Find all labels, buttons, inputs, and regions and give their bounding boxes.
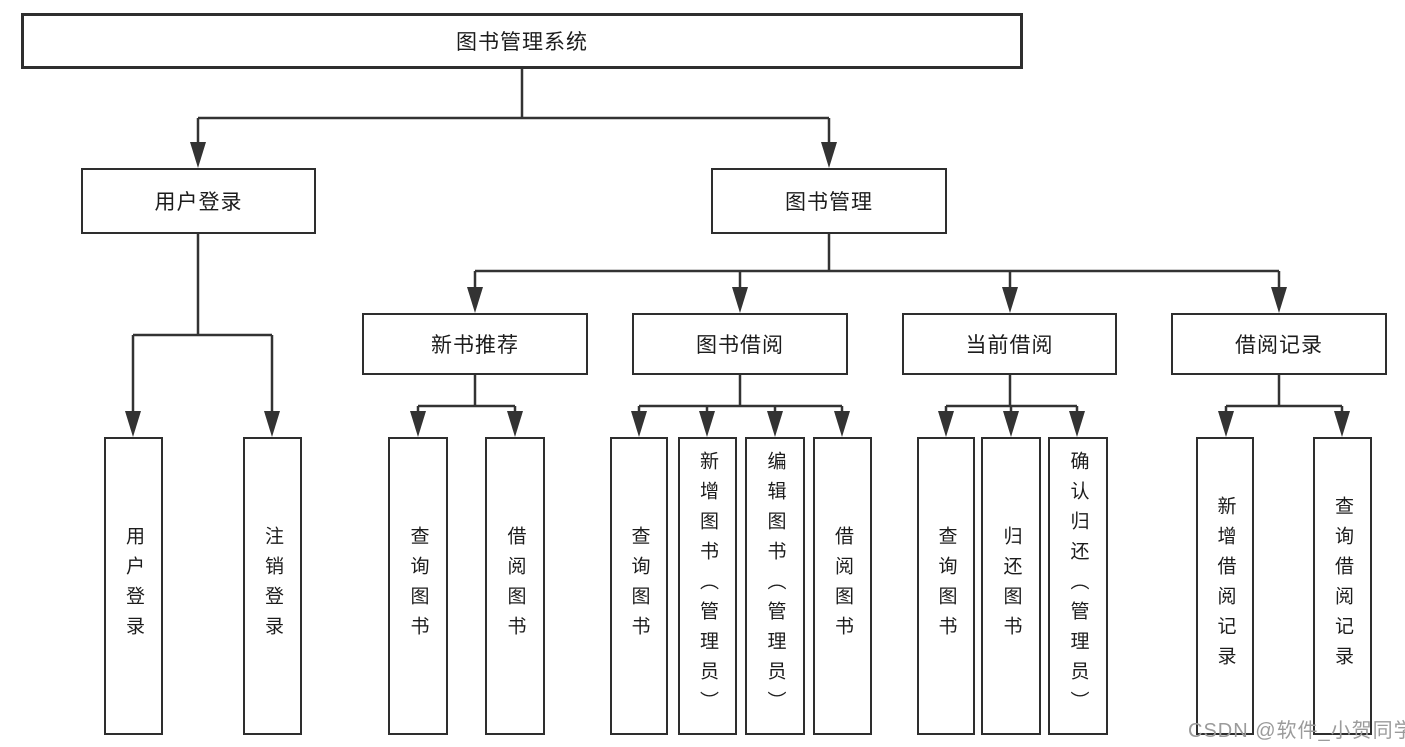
leaf-borrow-books: 借阅图书: [813, 437, 872, 735]
node-borrow-records: 借阅记录: [1171, 313, 1387, 375]
arrowheads: [125, 142, 1350, 437]
leaf-edit-books-admin: 编辑图书（管理员）: [745, 437, 805, 735]
leaf-return-books: 归还图书: [981, 437, 1041, 735]
node-book-borrow: 图书借阅: [632, 313, 848, 375]
leaf-logout: 注销登录: [243, 437, 302, 735]
leaf-add-books-admin: 新增图书（管理员）: [678, 437, 737, 735]
leaf-query-books-current: 查询图书: [917, 437, 975, 735]
leaf-borrow-books-recommend: 借阅图书: [485, 437, 545, 735]
leaf-query-borrow-record: 查询借阅记录: [1313, 437, 1372, 735]
node-user-login: 用户登录: [81, 168, 316, 234]
node-new-book-recommend: 新书推荐: [362, 313, 588, 375]
watermark: CSDN @软件_小贺同学: [1188, 720, 1405, 742]
leaf-confirm-return-admin: 确认归还（管理员）: [1048, 437, 1108, 735]
leaf-user-login: 用户登录: [104, 437, 163, 735]
node-book-management: 图书管理: [711, 168, 947, 234]
leaf-query-books-recommend: 查询图书: [388, 437, 448, 735]
node-root-system: 图书管理系统: [21, 13, 1023, 69]
node-current-borrow: 当前借阅: [902, 313, 1117, 375]
leaf-add-borrow-record: 新增借阅记录: [1196, 437, 1254, 735]
leaf-query-books-borrow: 查询图书: [610, 437, 668, 735]
